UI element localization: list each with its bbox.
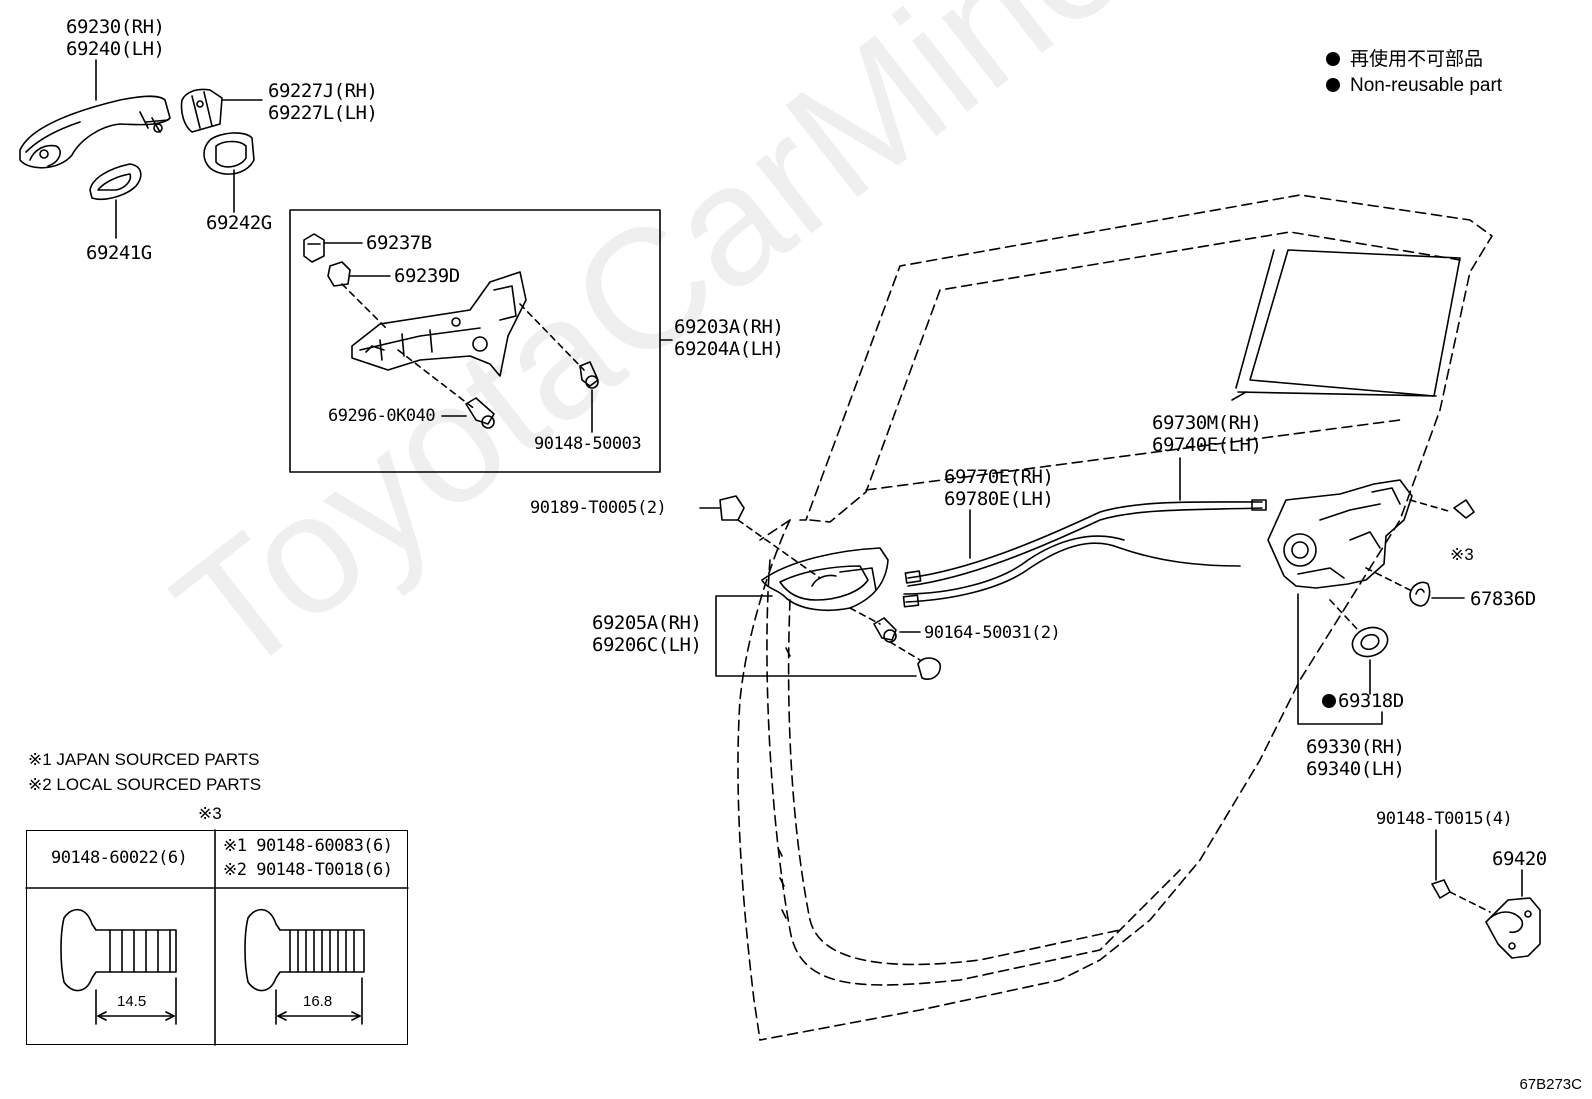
note-japan-sourced: ※1 JAPAN SOURCED PARTS	[28, 750, 260, 769]
table-col1-header: 90148-60022(6)	[51, 848, 188, 868]
note-local-sourced: ※2 LOCAL SOURCED PARTS	[28, 775, 262, 794]
diagram-code: 67B273C	[1519, 1076, 1582, 1093]
label-69330: 69330(RH)	[1306, 736, 1405, 758]
label-69239d: 69239D	[394, 265, 460, 287]
lock-screw-part	[1453, 499, 1475, 519]
door-holes	[777, 647, 791, 919]
note-table-mark: ※3	[198, 804, 222, 823]
label-69227j: 69227J(RH)	[268, 80, 378, 102]
dimension-14-5: 14.5	[117, 993, 147, 1010]
clip-69239d-part	[327, 261, 351, 287]
legend-jp-text: 再使用不可部品	[1350, 49, 1484, 70]
label-67836d: 67836D	[1470, 588, 1536, 610]
label-90189-t0005: 90189-T0005(2)	[530, 498, 667, 518]
grommet-67836d-part	[1409, 581, 1431, 607]
table-col2-header-1: ※1 90148-60083(6)	[223, 836, 393, 856]
rear-door-outline	[737, 194, 1493, 1041]
rear-pad-part	[203, 132, 255, 175]
frame-assembly-box	[289, 209, 661, 473]
nonreusable-dot-icon	[1326, 52, 1340, 66]
label-90148-50003: 90148-50003	[534, 434, 642, 454]
legend-nonreusable-jp: 再使用不可部品	[1326, 48, 1483, 72]
label-69241g: 69241G	[86, 242, 152, 264]
seal-69318d-part	[1351, 626, 1389, 658]
label-69206c: 69206C(LH)	[592, 634, 702, 656]
label-69770e: 69770E(RH)	[944, 466, 1054, 488]
label-69204a: 69204A(LH)	[674, 338, 784, 360]
label-69227l: 69227L(LH)	[268, 102, 378, 124]
bolt-spec-table: 90148-60022(6) ※1 90148-60083(6) ※2 9014…	[26, 830, 408, 1045]
window-frame	[1231, 249, 1461, 401]
handle-frame-part	[351, 271, 527, 377]
control-cables	[902, 499, 1267, 608]
door-striker-part	[1485, 897, 1541, 959]
legend-en-text: Non-reusable part	[1350, 75, 1503, 96]
label-90164-50031: 90164-50031(2)	[924, 623, 1061, 643]
label-69237b: 69237B	[366, 232, 432, 254]
outside-handle-part	[19, 95, 171, 169]
front-pad-part	[89, 163, 142, 201]
handle-cap-part	[180, 88, 223, 133]
label-69318d-text: 69318D	[1338, 690, 1404, 712]
clip-69237b-part	[303, 233, 325, 263]
label-90148-t0015: 90148-T0015(4)	[1376, 809, 1513, 829]
table-col2-header-2: ※2 90148-T0018(6)	[223, 860, 393, 880]
label-69242g: 69242G	[206, 212, 272, 234]
label-69780e: 69780E(LH)	[944, 488, 1054, 510]
label-69318d: 69318D	[1322, 690, 1404, 712]
bolt-60022-illustration	[60, 908, 177, 1025]
nonreusable-dot-icon	[1326, 78, 1340, 92]
screw-90148-50003-part	[579, 361, 599, 389]
label-69420: 69420	[1492, 848, 1547, 870]
clip-90189-part	[719, 495, 745, 521]
label-69296-0k040: 69296-0K040	[328, 406, 436, 426]
label-69740e: 69740E(LH)	[1152, 434, 1262, 456]
label-69203a: 69203A(RH)	[674, 316, 784, 338]
label-69340: 69340(LH)	[1306, 758, 1405, 780]
inner-handle-part	[761, 547, 889, 612]
label-69730m: 69730M(RH)	[1152, 412, 1262, 434]
label-69240: 69240(LH)	[66, 38, 165, 60]
striker-screw-part	[1431, 879, 1451, 899]
screw-90164-part	[873, 617, 897, 643]
door-lock-part	[1267, 479, 1413, 589]
label-69230: 69230(RH)	[66, 16, 165, 38]
legend-nonreusable-en: Non-reusable part	[1326, 74, 1502, 98]
nonreusable-dot-icon	[1322, 694, 1336, 708]
bolt-60083-illustration	[244, 908, 365, 1025]
handle-plug-part	[917, 657, 941, 680]
label-69205a: 69205A(RH)	[592, 612, 702, 634]
label-mark3-lock: ※3	[1450, 545, 1474, 564]
dimension-16-8: 16.8	[303, 993, 333, 1010]
screw-69296-part	[465, 397, 495, 429]
